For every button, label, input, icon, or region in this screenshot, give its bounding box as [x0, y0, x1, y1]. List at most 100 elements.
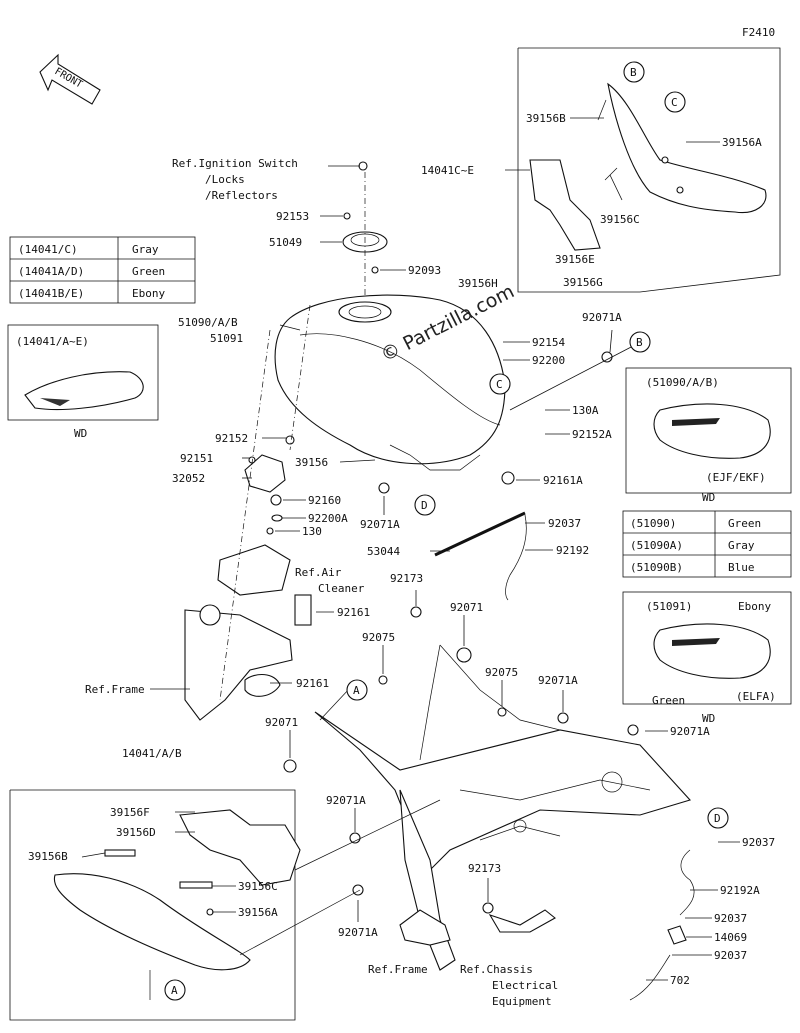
inset-cover-title: (14041/A~E): [16, 335, 89, 348]
svg-text:B: B: [636, 336, 643, 349]
label-92071a-4: 92071A: [670, 725, 710, 738]
figure-code: F2410: [742, 26, 775, 39]
callout-c-mid: C: [489, 373, 511, 395]
label-92037-4: 92037: [714, 949, 747, 962]
label-53044: 53044: [367, 545, 400, 558]
label-ref-frame-1: Ref.Frame: [85, 683, 145, 696]
table1-color-2: Ebony: [132, 287, 165, 300]
fuel-cap: [342, 161, 388, 300]
inset-tank-2-title: (51091): [646, 600, 692, 613]
label-92071a-1: 92071A: [582, 311, 622, 324]
label-39156b: 39156B: [526, 112, 566, 125]
cover-right-group: [517, 47, 781, 293]
label-130: 130: [302, 525, 322, 538]
callout-a-mid: A: [346, 679, 368, 701]
callout-d-bottom: D: [707, 807, 729, 829]
label-92071-2: 92071: [265, 716, 298, 729]
label-51091: 51091: [210, 332, 243, 345]
label-92151: 92151: [180, 452, 213, 465]
label-39156f: 39156F: [110, 806, 150, 819]
label-92161-2: 92161: [296, 677, 329, 690]
fuel-tank: [274, 294, 506, 471]
cover-left-group: [9, 789, 301, 1021]
label-ref-air: Ref.Air: [295, 566, 342, 579]
table2-color-0: Green: [728, 517, 761, 530]
label-92152: 92152: [215, 432, 248, 445]
callout-a-bottom: A: [164, 979, 186, 1001]
svg-text:A: A: [353, 684, 360, 697]
label-92071-1: 92071: [450, 601, 483, 614]
label-ref-frame-2: Ref.Frame: [368, 963, 428, 976]
label-92161a: 92161A: [543, 474, 583, 487]
callout-d-mid: D: [414, 494, 436, 516]
table2-code-2: (51090B): [630, 561, 683, 574]
inset-tank-1: (51090/A/B) (EJF/EKF) WD: [625, 367, 792, 504]
label-ref-locks: /Locks: [205, 173, 245, 186]
svg-text:C: C: [671, 96, 678, 109]
hose-92192: [505, 514, 527, 601]
front-arrow-icon: FRONT: [39, 53, 101, 105]
label-ref-ignition: Ref.Ignition Switch: [172, 157, 298, 170]
label-92200a: 92200A: [308, 512, 348, 525]
inset-tank-2: (51091) Ebony Green (ELFA) WD: [622, 591, 792, 725]
callout-b-top: B: [623, 61, 645, 83]
label-ref-air-cleaner: Cleaner: [318, 582, 365, 595]
label-130a: 130A: [572, 404, 599, 417]
label-92173-2: 92173: [468, 862, 501, 875]
part-labels: Ref.Ignition Switch /Locks /Reflectors 9…: [28, 112, 775, 1008]
label-39156e-top: 39156E: [555, 253, 595, 266]
inset-tank-2-color-bottom: Green: [652, 694, 685, 707]
label-51049: 51049: [269, 236, 302, 249]
label-39156d: 39156D: [116, 826, 156, 839]
inset-tank-1-title: (51090/A/B): [646, 376, 719, 389]
label-14041ce: 14041C~E: [421, 164, 474, 177]
label-14041ab: 14041/A/B: [122, 747, 182, 760]
inset-cover-caption: WD: [74, 427, 87, 440]
inset-tank-2-variant: (ELFA): [736, 690, 776, 703]
table2-color-1: Gray: [728, 539, 755, 552]
table2-code-0: (51090): [630, 517, 676, 530]
svg-text:D: D: [421, 499, 428, 512]
label-39156a-top: 39156A: [722, 136, 762, 149]
table1-code-0: (14041/C): [18, 243, 78, 256]
table1-color-0: Gray: [132, 243, 159, 256]
label-39156g: 39156G: [563, 276, 603, 289]
label-ref-reflectors: /Reflectors: [205, 189, 278, 202]
label-92071a-2: 92071A: [360, 518, 400, 531]
callout-b-mid: B: [629, 331, 651, 353]
leader-lines: [81, 117, 740, 1000]
label-92154: 92154: [532, 336, 565, 349]
svg-text:D: D: [714, 812, 721, 825]
svg-text:C: C: [496, 378, 503, 391]
label-ref-chassis: Ref.Chassis: [460, 963, 533, 976]
table2-color-2: Blue: [728, 561, 755, 574]
table1-color-1: Green: [132, 265, 165, 278]
fuel-filter-group: [629, 849, 695, 1001]
table1-code-1: (14041A/D): [18, 265, 84, 278]
label-39156: 39156: [295, 456, 328, 469]
bushings: [283, 606, 639, 914]
main-frame: [314, 644, 691, 971]
label-92160: 92160: [308, 494, 341, 507]
label-92037-1: 92037: [548, 517, 581, 530]
label-32052: 32052: [172, 472, 205, 485]
label-92093: 92093: [408, 264, 441, 277]
color-table-1: (14041/C) Gray (14041A/D) Green (14041B/…: [9, 236, 196, 304]
label-39156b-2: 39156B: [28, 850, 68, 863]
inset-tank-1-variant: (EJF/EKF): [706, 471, 766, 484]
label-92153: 92153: [276, 210, 309, 223]
label-39156c-2: 39156C: [238, 880, 278, 893]
label-39156a-2: 39156A: [238, 906, 278, 919]
table1-code-2: (14041B/E): [18, 287, 84, 300]
label-39156c-top: 39156C: [600, 213, 640, 226]
label-92152a: 92152A: [572, 428, 612, 441]
seal-53044: [434, 511, 526, 557]
inset-cover: (14041/A~E) WD: [7, 324, 159, 440]
svg-text:A: A: [171, 984, 178, 997]
label-92071a-3: 92071A: [538, 674, 578, 687]
label-92037-3: 92037: [714, 912, 747, 925]
label-92192: 92192: [556, 544, 589, 557]
label-702: 702: [670, 974, 690, 987]
inset-tank-1-caption: WD: [702, 491, 715, 504]
label-39156h: 39156H: [458, 277, 498, 290]
